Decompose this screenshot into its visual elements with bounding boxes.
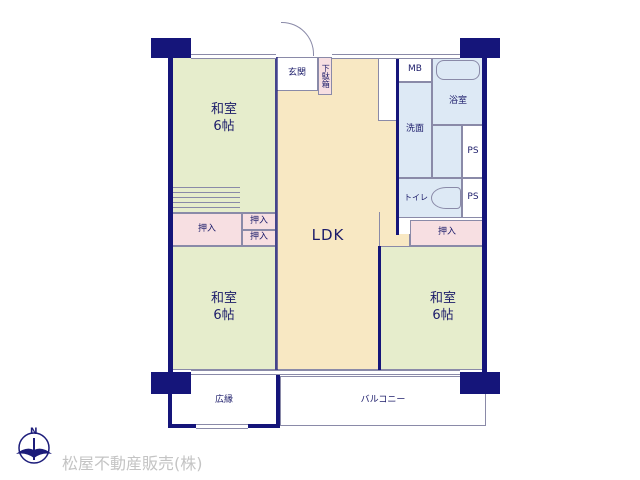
ldk-label: LDK (311, 225, 345, 244)
wall-inner (396, 57, 399, 235)
wall-right (482, 52, 487, 374)
label: 玄関 (287, 68, 306, 79)
room-ldk: LDK (276, 212, 380, 370)
window (196, 424, 248, 429)
wall-hiroen-left (168, 372, 172, 427)
room-name: 和室 (429, 291, 456, 307)
label: 広縁 (214, 395, 233, 406)
label: 押入 (437, 227, 456, 238)
oshiire-small-2: 押入 (242, 230, 276, 246)
balcony: バルコニー (280, 376, 486, 426)
washroom-extension (432, 125, 462, 178)
wall (168, 424, 196, 428)
compass-icon (16, 432, 52, 464)
pillar (460, 372, 500, 394)
washroom: 洗面 (398, 82, 432, 178)
stairs (172, 183, 240, 213)
pillar (151, 38, 191, 58)
room-name: 和室 (210, 291, 237, 307)
oshiire-small-1: 押入 (242, 213, 276, 230)
room-size: 6帖 (432, 308, 454, 323)
room-washitsu-right: 和室 6帖 (380, 246, 484, 370)
room-washitsu-bottom-left: 和室 6帖 (172, 246, 276, 370)
company-name: 松屋不動産販売(株) (62, 454, 203, 473)
room-name: 和室 (210, 102, 237, 117)
wall-hiroen-right (276, 372, 280, 427)
pillar (460, 38, 500, 58)
label: 押入 (197, 223, 216, 234)
window (332, 54, 460, 59)
label: 洗面 (405, 124, 424, 135)
getabako: 下駄箱 (318, 57, 332, 95)
ps-2: PS (462, 178, 484, 218)
label: 浴室 (448, 96, 467, 107)
entrance-door[interactable] (281, 22, 314, 56)
label: PS (467, 145, 479, 156)
label: 下駄箱 (321, 64, 331, 88)
window (191, 54, 276, 59)
room-size: 6帖 (213, 118, 235, 134)
ps-1: PS (462, 125, 484, 178)
wall-inner (378, 246, 381, 370)
genkan: 玄関 (276, 57, 318, 91)
label: MB (408, 63, 422, 74)
kitchen-sink (378, 57, 398, 121)
wall-left (168, 52, 173, 374)
label: PS (467, 192, 479, 203)
bathtub-icon (436, 60, 480, 80)
room-size: 6帖 (213, 308, 235, 323)
wall (248, 424, 280, 428)
toilet-icon (431, 187, 461, 209)
oshiire-left: 押入 (172, 213, 242, 246)
compass-north-label: N (30, 427, 38, 437)
label: トイレ (404, 192, 428, 202)
wall-inner (275, 57, 278, 370)
bathroom: 浴室 (432, 57, 484, 125)
oshiire-right: 押入 (410, 220, 484, 246)
label: 押入 (249, 232, 268, 243)
window (191, 370, 460, 375)
label: 押入 (249, 215, 268, 226)
compass: N (14, 427, 54, 468)
label: バルコニー (360, 395, 406, 406)
mb: MB (398, 57, 432, 82)
